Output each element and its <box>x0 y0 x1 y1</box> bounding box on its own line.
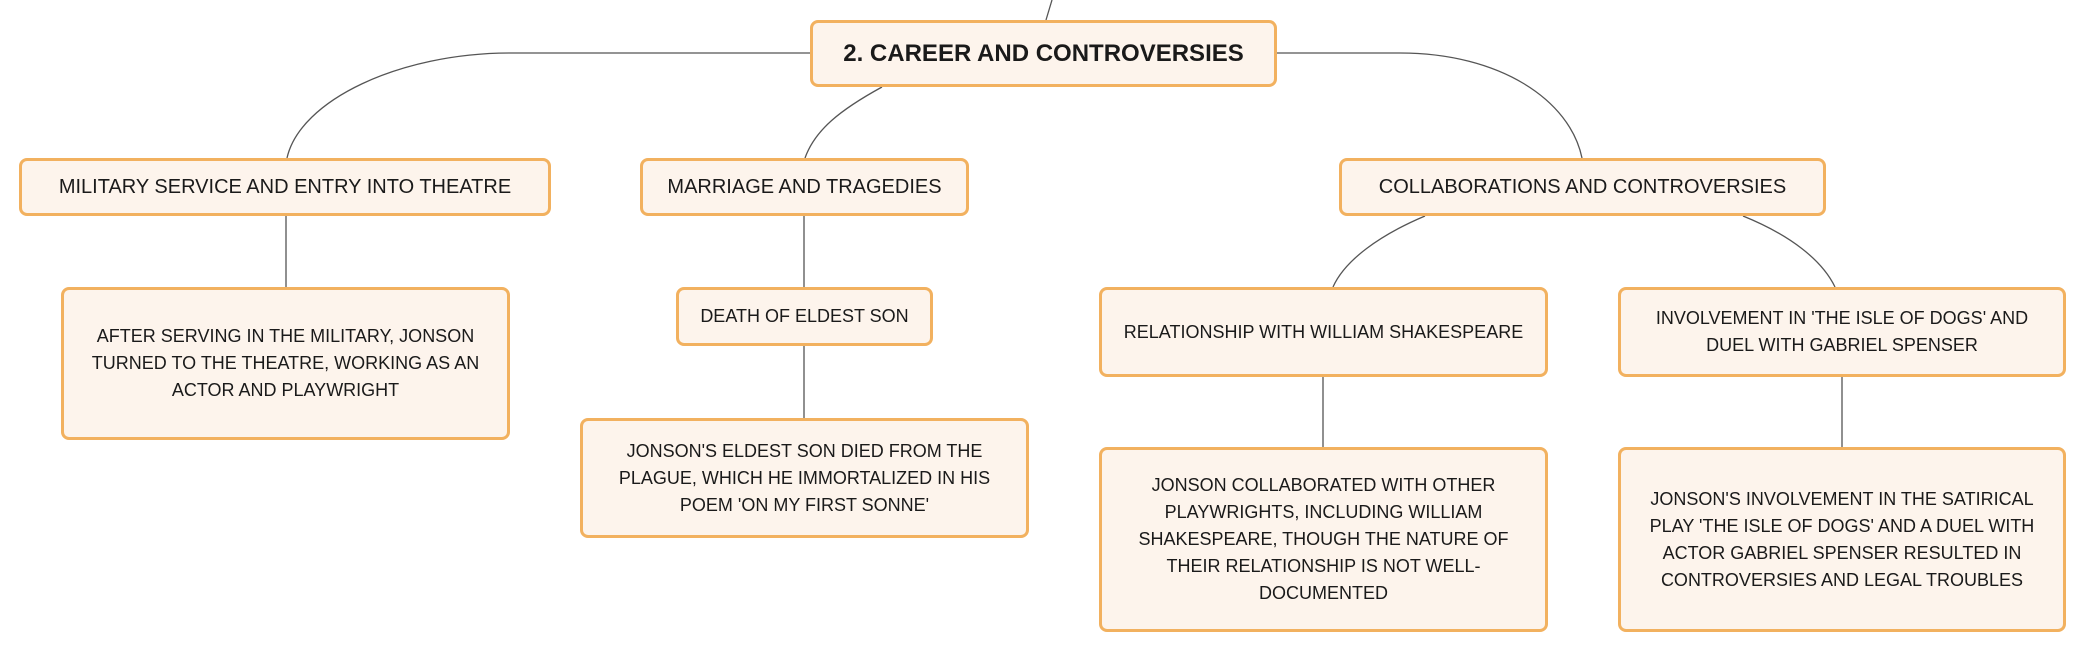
detail-node-military[interactable]: AFTER SERVING IN THE MILITARY, JONSON TU… <box>61 287 510 440</box>
subtopic-node-shakespeare[interactable]: RELATIONSHIP WITH WILLIAM SHAKESPEARE <box>1099 287 1548 377</box>
detail-node-isle-text: JONSON'S INVOLVEMENT IN THE SATIRICAL PL… <box>1649 488 2035 590</box>
connector-root-military <box>286 52 810 159</box>
subtopic-node-shakespeare-label: RELATIONSHIP WITH WILLIAM SHAKESPEARE <box>1123 321 1524 342</box>
branch-node-collaborations[interactable]: COLLABORATIONS AND CONTROVERSIES <box>1339 158 1826 216</box>
connector-root-collaborations <box>1277 52 1583 159</box>
root-node[interactable]: 2. CAREER AND CONTROVERSIES <box>810 20 1277 87</box>
connector-collab-shakespeare <box>1332 215 1426 288</box>
branch-node-military[interactable]: MILITARY SERVICE AND ENTRY INTO THEATRE <box>19 158 551 216</box>
branch-node-marriage-label: MARRIAGE AND TRAGEDIES <box>667 176 942 198</box>
detail-node-isle[interactable]: JONSON'S INVOLVEMENT IN THE SATIRICAL PL… <box>1618 447 2066 632</box>
detail-node-shakespeare-text: JONSON COLLABORATED WITH OTHER PLAYWRIGH… <box>1138 475 1509 603</box>
detail-node-shakespeare[interactable]: JONSON COLLABORATED WITH OTHER PLAYWRIGH… <box>1099 447 1548 632</box>
subtopic-node-isle[interactable]: INVOLVEMENT IN 'THE ISLE OF DOGS' AND DU… <box>1618 287 2066 377</box>
connector-root-incoming <box>1045 0 1053 21</box>
subtopic-node-isle-label: INVOLVEMENT IN 'THE ISLE OF DOGS' AND DU… <box>1655 308 2029 355</box>
detail-node-death[interactable]: JONSON'S ELDEST SON DIED FROM THE PLAGUE… <box>580 418 1029 538</box>
branch-node-marriage[interactable]: MARRIAGE AND TRAGEDIES <box>640 158 969 216</box>
subtopic-node-death-label: DEATH OF ELDEST SON <box>700 306 909 326</box>
subtopic-node-death[interactable]: DEATH OF ELDEST SON <box>676 287 933 346</box>
branch-node-military-label: MILITARY SERVICE AND ENTRY INTO THEATRE <box>58 176 512 198</box>
connector-collab-isle <box>1742 215 1836 288</box>
connector-root-marriage <box>804 86 883 159</box>
detail-node-death-text: JONSON'S ELDEST SON DIED FROM THE PLAGUE… <box>618 440 991 515</box>
root-node-label: 2. CAREER AND CONTROVERSIES <box>843 39 1244 67</box>
detail-node-military-text: AFTER SERVING IN THE MILITARY, JONSON TU… <box>91 326 480 400</box>
branch-node-collaborations-label: COLLABORATIONS AND CONTROVERSIES <box>1378 176 1787 198</box>
